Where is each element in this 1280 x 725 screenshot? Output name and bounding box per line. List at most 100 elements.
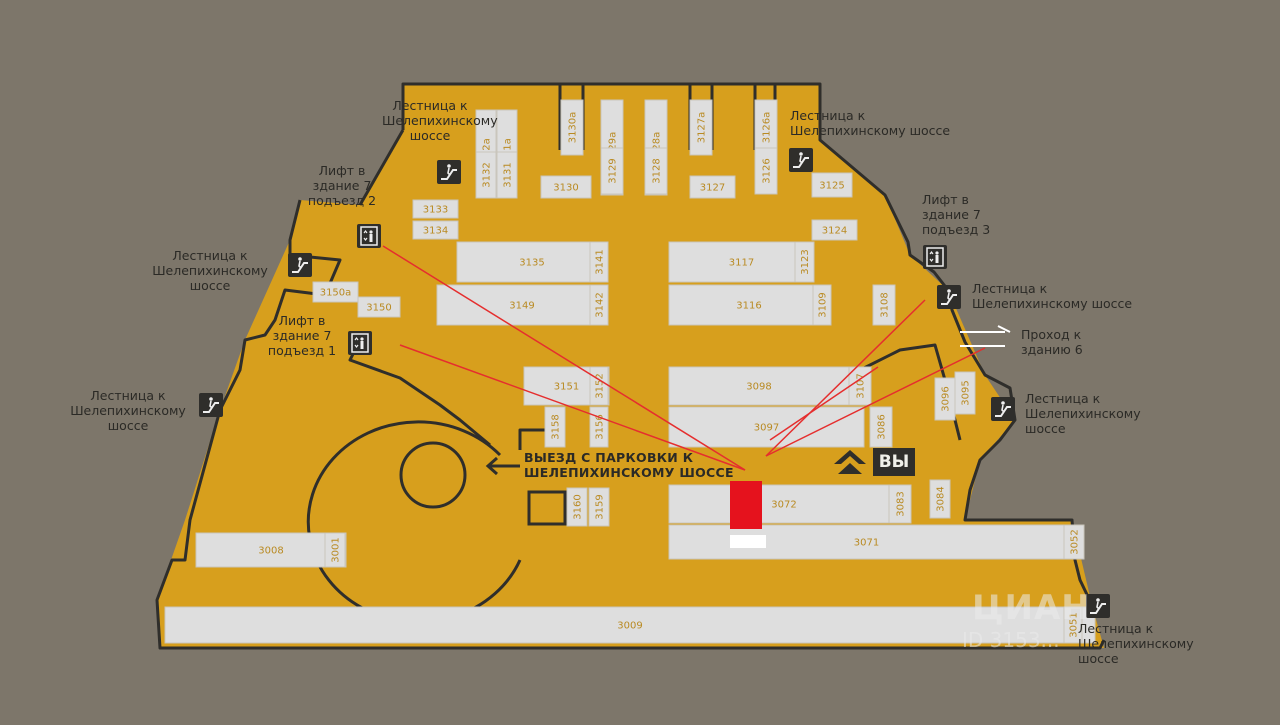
watermark-brand: ЦИАН [972, 588, 1091, 628]
room-number: 3051 [1069, 612, 1080, 637]
room-box [164, 606, 1096, 644]
room-number: 3150а [320, 288, 352, 299]
room-number: 3135 [519, 258, 544, 269]
room-number: 3008 [258, 546, 283, 557]
room-box [689, 99, 713, 156]
escalator-icon [1086, 594, 1110, 618]
location-marker [730, 481, 762, 529]
room: 3152 [589, 366, 609, 406]
room-number: 3116 [736, 301, 761, 312]
room: 3123 [794, 241, 815, 283]
passage-arrow-icon [960, 322, 1018, 358]
room-number: 3159 [595, 494, 606, 519]
room-box [872, 284, 896, 326]
room-number: 3130 [553, 183, 578, 194]
escalator-icon [789, 148, 813, 172]
exit-arrow-icon [832, 446, 868, 476]
room-number: 3052 [1070, 529, 1081, 554]
stairs-label-left-lower: Лестница к Шелепихинскому шоссе [70, 388, 186, 433]
stairs-label-bottom-right: Лестница к Шелепихинскому шоссе [1078, 621, 1194, 666]
wall-left-1 [155, 199, 1106, 650]
room-number: 3126а [762, 112, 773, 144]
room-box [589, 284, 609, 326]
room: 3109 [812, 284, 832, 326]
room-number: 3086 [877, 414, 888, 439]
room-number: 3142 [595, 292, 606, 317]
wall-left-2 [348, 349, 491, 447]
room-number: 3108 [880, 292, 891, 317]
room-number: 3134 [423, 226, 448, 237]
room-number: 3097 [754, 423, 779, 434]
room: 3083 [888, 484, 912, 524]
room-box [496, 151, 518, 199]
room-box [589, 241, 609, 283]
room-box [668, 241, 815, 283]
room-number: 3129 [608, 158, 619, 183]
room-box [600, 147, 624, 195]
room-number: 3127а [697, 112, 708, 144]
parking-exit-label: ВЫЕЗД С ПАРКОВКИ К ШЕЛЕПИХИНСКОМУ ШОССЕ [524, 450, 734, 480]
room-box [869, 406, 893, 448]
room-box [644, 147, 668, 195]
room-box [954, 371, 976, 415]
room-number: 3071 [854, 538, 879, 549]
room-number: 3158 [551, 414, 562, 439]
room-number: 3125 [819, 181, 844, 192]
room-box [475, 151, 497, 199]
room-number: 3123 [800, 249, 811, 274]
room: 3072 [668, 484, 900, 524]
pointer-line [765, 347, 986, 457]
room-number: 3107 [856, 373, 867, 398]
room-number: 3132 [482, 162, 493, 187]
pointer-line [769, 366, 879, 441]
room-number: 3160 [573, 494, 584, 519]
room-box [195, 532, 347, 568]
room-number: 3009 [617, 621, 642, 632]
room-number: 3096 [941, 386, 952, 411]
pointer-lines [382, 245, 986, 548]
room: 3130а [560, 99, 584, 156]
escalator-icon [199, 393, 223, 417]
room: 3095 [954, 371, 976, 415]
room-box [412, 220, 459, 240]
room-number: 3072 [771, 500, 796, 511]
room: 3156 [589, 406, 609, 448]
outer-wall [401, 82, 1094, 606]
room-box [412, 199, 459, 219]
pointer-line [399, 344, 746, 471]
room-box [589, 406, 609, 448]
room-box [668, 484, 900, 524]
lift-label-entrance-3: Лифт в здание 7 подъезд 3 [922, 192, 991, 237]
room-number: 3001 [331, 537, 342, 562]
room: 3142 [589, 284, 609, 326]
room: 3124 [811, 219, 858, 241]
room: 3098 [668, 366, 850, 406]
watermark-id: ID 3153... [962, 628, 1060, 652]
room: 3160 [566, 487, 588, 527]
room: 3097 [668, 406, 865, 448]
room-number: 3095 [961, 380, 972, 405]
room-number: 3098 [746, 382, 771, 393]
elevator-icon [348, 331, 372, 355]
room-box [668, 284, 830, 326]
room-number: 3127 [700, 183, 725, 194]
room: 3126а [754, 99, 778, 156]
pointer-line [765, 299, 926, 457]
stairs-label-right-lower: Лестница к Шелепихинскому шоссе [1025, 391, 1141, 436]
room-box [754, 147, 778, 195]
ramp-box [527, 490, 567, 526]
elevator-icon [923, 245, 947, 269]
stairs-label-left-upper: Лестница к Шелепихинскому шоссе [152, 248, 268, 293]
room-number: 3149 [509, 301, 534, 312]
room-number: 3117 [729, 258, 754, 269]
room: 3001 [324, 532, 346, 568]
room-box [588, 487, 610, 527]
rooms-layer: 3132а3131а313231313130а3129а3128а3127а31… [164, 99, 1096, 644]
room-number: 3109 [818, 292, 829, 317]
pointer-line [382, 245, 746, 471]
room: 3150а [312, 281, 359, 303]
room: 3086 [869, 406, 893, 448]
exit-sign: ВЫ [873, 448, 915, 476]
room: 3051 [1063, 606, 1083, 644]
room: 3150 [357, 296, 401, 318]
